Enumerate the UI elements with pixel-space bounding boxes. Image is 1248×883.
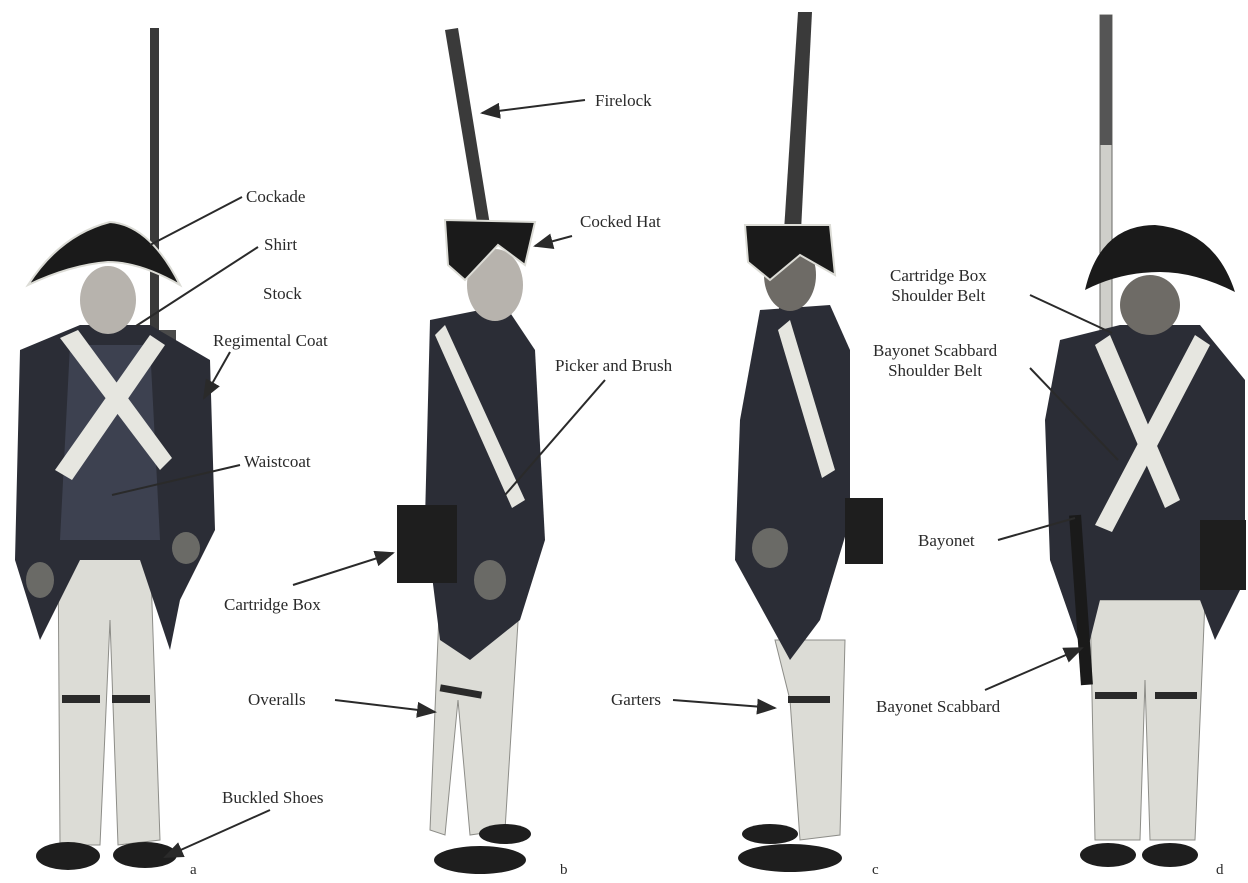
leader-cocked-hat <box>535 236 572 246</box>
soldier-back-figure <box>1045 15 1246 867</box>
label-cockade: Cockade <box>246 187 305 207</box>
leader-cartridge-box <box>293 553 393 585</box>
soldier-side-figure <box>397 28 545 874</box>
label-cartridge-box-shoulder-belt: Cartridge Box Shoulder Belt <box>890 266 987 306</box>
soldier-side-back-figure <box>735 12 883 872</box>
label-cocked-hat: Cocked Hat <box>580 212 661 232</box>
leader-overalls <box>335 700 435 712</box>
leader-garters <box>673 700 775 708</box>
label-stock: Stock <box>263 284 302 304</box>
leader-cockade <box>150 197 242 245</box>
label-waistcoat: Waistcoat <box>244 452 311 472</box>
soldier-front-figure <box>15 28 215 870</box>
panel-letter-a: a <box>190 862 197 879</box>
leader-buckled-shoes <box>165 810 270 857</box>
label-garters: Garters <box>611 690 661 710</box>
panel-letter-d: d <box>1216 862 1224 879</box>
label-picker-and-brush: Picker and Brush <box>555 356 672 376</box>
label-buckled-shoes: Buckled Shoes <box>222 788 324 808</box>
leader-firelock <box>482 100 585 113</box>
label-cartridge-box: Cartridge Box <box>224 595 321 615</box>
label-shirt: Shirt <box>264 235 297 255</box>
label-bayonet: Bayonet <box>918 531 975 551</box>
label-bayonet-scabbard-shoulder-belt: Bayonet Scabbard Shoulder Belt <box>873 341 997 381</box>
panel-letter-c: c <box>872 862 879 879</box>
label-overalls: Overalls <box>248 690 306 710</box>
label-regimental-coat: Regimental Coat <box>213 331 328 351</box>
panel-letter-b: b <box>560 862 568 879</box>
label-bayonet-scabbard: Bayonet Scabbard <box>876 697 1000 717</box>
label-firelock: Firelock <box>595 91 652 111</box>
leader-bayonet-scabbard <box>985 648 1082 690</box>
